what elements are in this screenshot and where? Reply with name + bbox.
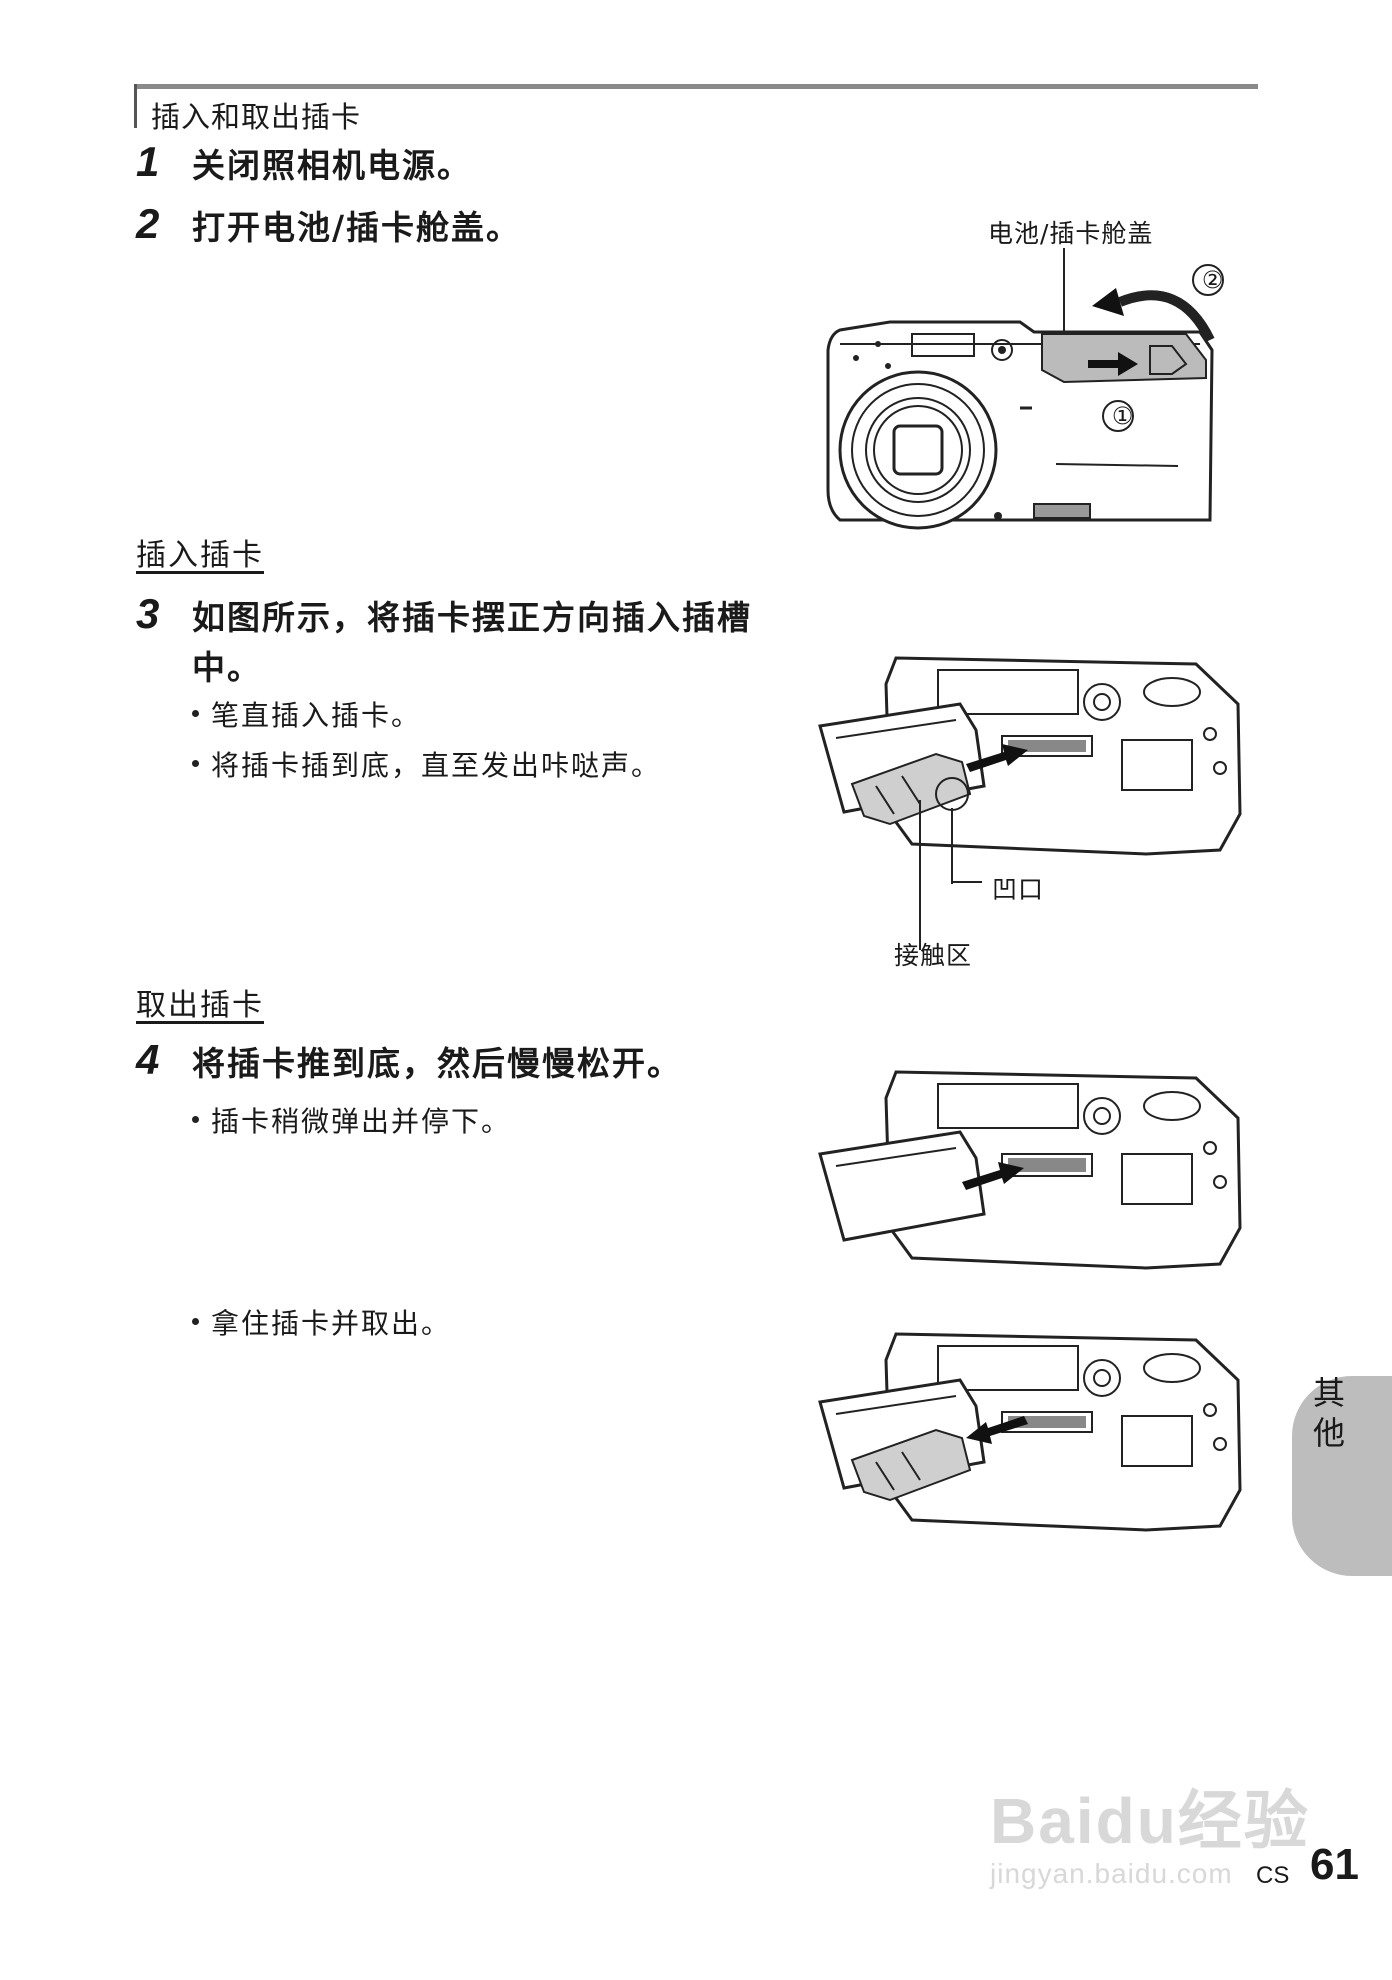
step-4-text: 将插卡推到底，然后慢慢松开。 bbox=[192, 1044, 682, 1083]
camera-top-illustration bbox=[820, 240, 1240, 540]
subhead-remove: 取出插卡 bbox=[136, 988, 264, 1023]
card-insert-illustration bbox=[816, 644, 1256, 884]
callout-cover: 电池/插卡舱盖 bbox=[988, 219, 1154, 248]
side-tab-label: 其他 bbox=[1308, 1376, 1346, 1456]
bullet-dot bbox=[192, 1115, 199, 1123]
step-1-text: 关闭照相机电源。 bbox=[192, 146, 472, 185]
callout-notch: 凹口 bbox=[992, 875, 1045, 904]
footer-lang: CS bbox=[1256, 1862, 1290, 1889]
watermark: Baidu经验 jingyan.baidu.com bbox=[990, 1770, 1310, 1890]
header-rule bbox=[134, 84, 1258, 89]
header-rule-left bbox=[134, 84, 137, 128]
step-3-number: 3 bbox=[136, 590, 160, 637]
callout-circle-1: ① bbox=[1111, 402, 1135, 430]
step-3-bullet-2: 将插卡插到底，直至发出咔哒声。 bbox=[192, 744, 661, 784]
step-2-text: 打开电池/插卡舱盖。 bbox=[192, 208, 522, 247]
step-3-text-line2: 中。 bbox=[192, 648, 262, 687]
step-3-text-line1: 如图所示，将插卡摆正方向插入插槽 bbox=[192, 598, 752, 637]
step-4-number: 4 bbox=[136, 1036, 160, 1083]
page-number: 61 bbox=[1310, 1840, 1359, 1889]
step-4-bullet-2: 拿住插卡并取出。 bbox=[192, 1302, 451, 1342]
step-2-number: 2 bbox=[136, 200, 160, 247]
side-tab bbox=[1292, 1376, 1392, 1576]
contact-leader-line bbox=[918, 800, 924, 950]
card-push-illustration bbox=[816, 1058, 1256, 1278]
subhead-insert: 插入插卡 bbox=[136, 538, 264, 573]
section-title: 插入和取出插卡 bbox=[151, 100, 362, 134]
watermark-sub: jingyan.baidu.com bbox=[990, 1858, 1233, 1889]
notch-leader-line bbox=[950, 808, 990, 898]
step-3-bullet-1: 笔直插入插卡。 bbox=[192, 694, 421, 734]
bullet-dot bbox=[192, 1317, 199, 1325]
callout-circle-2: ② bbox=[1201, 266, 1225, 294]
step-1-number: 1 bbox=[136, 138, 160, 185]
watermark-main: Baidu经验 bbox=[990, 1785, 1310, 1857]
bullet-dot bbox=[192, 709, 199, 717]
callout-contact: 接触区 bbox=[894, 941, 973, 970]
step-4-bullet-1: 插卡稍微弹出并停下。 bbox=[192, 1100, 511, 1140]
bullet-dot bbox=[192, 759, 199, 767]
card-remove-illustration bbox=[816, 1320, 1256, 1540]
